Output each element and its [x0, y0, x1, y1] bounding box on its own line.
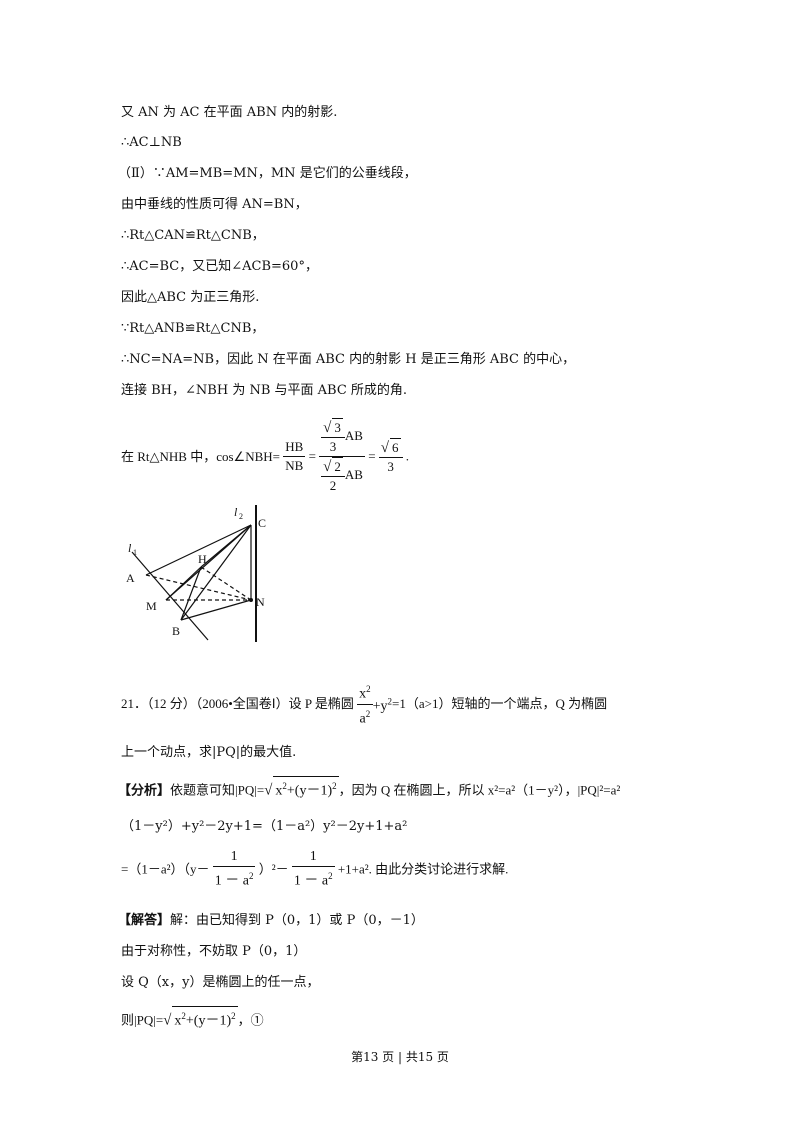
r2: 2 — [332, 457, 343, 474]
problem-rest: =1（a>1）短轴的一个端点，Q 为椭圆 — [392, 696, 608, 712]
cos-prefix: 在 Rt△NHB 中，cos∠NBH= — [121, 448, 280, 464]
text-line: 因此△ABC 为正三角形. — [121, 290, 260, 305]
end: ，① — [237, 1012, 264, 1028]
pq: 则|PQ|= — [121, 1012, 164, 1028]
label-l2: l — [234, 505, 238, 519]
r3: 3 — [332, 418, 343, 435]
sup2: 2 — [366, 684, 371, 694]
text-line: ∴AC⊥NB — [121, 135, 182, 150]
nb: NB — [285, 458, 304, 473]
one: 1 — [291, 848, 335, 867]
rest: +(y－1) — [286, 783, 333, 799]
part-b: ）²－ — [258, 861, 289, 877]
one: 1 — [212, 848, 256, 867]
text-line: 连接 BH，∠NBH 为 NB 与平面 ABC 所成的角. — [121, 383, 408, 398]
edge-bn — [180, 599, 252, 621]
x: x — [359, 686, 367, 702]
sqrt2-over-2: √2 2 — [321, 457, 345, 495]
label-b: B — [172, 624, 180, 638]
edge-ac — [145, 524, 252, 576]
text-line: 由中垂线的性质可得 AN=BN， — [121, 197, 308, 212]
rest: +(y－1) — [185, 1013, 232, 1029]
a: a — [359, 711, 366, 727]
frac-1-over-1-a2: 1 1 － a2 — [212, 848, 256, 889]
edge-bh — [180, 566, 202, 621]
big-fraction: √3 3 AB √2 2 AB — [319, 418, 365, 495]
label-n: N — [256, 595, 265, 609]
hb-over-nb: HB NB — [283, 438, 306, 475]
d3: 3 — [329, 439, 337, 454]
page-footer: 第13 页 | 共15 页 — [351, 1050, 449, 1064]
analysis-text: 依题意可知|PQ|= — [170, 782, 265, 798]
text-line: ∴AC=BC，又已知∠ACB=60°， — [121, 259, 318, 274]
frac-1-over-1-a2-b: 1 1 － a2 — [291, 848, 335, 889]
text-line: （1－y²）+y²－2y+1=（1－a²）y²－2y+1+a² — [121, 819, 408, 834]
problem-21: 21．（12 分）（2006•全国卷Ⅰ）设 P 是椭圆 x2 a2 +y2=1（… — [121, 680, 607, 730]
analysis-line3: =（1－a²）（y－ 1 1 － a2 ）²－ 1 1 － a2 +1+a². … — [121, 848, 508, 896]
answer-line4: 则|PQ|=√x2+(y－1)2，① — [121, 1006, 264, 1034]
text-line: ∴Rt△CAN≌Rt△CNB， — [121, 228, 265, 243]
label-m: M — [146, 599, 157, 613]
d6: 3 — [387, 458, 394, 474]
analysis-text2: ，因为 Q 在椭圆上，所以 x²=a²（1－y²），|PQ|²=a² — [338, 782, 621, 798]
text-line: 上一个动点，求|PQ|的最大值. — [121, 745, 297, 760]
part-a: =（1－a²）（y－ — [121, 861, 210, 877]
part-c: +1+a². 由此分类讨论进行求解. — [337, 861, 509, 877]
x2-over-a2: x2 a2 — [357, 680, 373, 728]
x: x — [174, 1013, 182, 1029]
label-l1: l — [128, 541, 132, 555]
sup2: 2 — [365, 708, 371, 719]
sqrt6-over-3: √6 3 — [378, 437, 403, 476]
analysis-tag: 【分析】 — [118, 782, 171, 798]
label-l2-sub: 2 — [239, 512, 243, 521]
period: . — [405, 448, 410, 464]
label-l1-sub: 1 — [133, 548, 137, 557]
plus-y: +y — [372, 698, 388, 714]
point-n — [249, 598, 253, 602]
d2: 2 — [329, 478, 337, 493]
text-line: （Ⅱ）∵AM=MB=MN，MN 是它们的公垂线段， — [118, 166, 417, 181]
label-a: A — [126, 571, 135, 585]
text-line: ∵Rt△ANB≌Rt△CNB， — [121, 321, 265, 336]
edge-hc — [200, 524, 252, 568]
den: 1 － a — [214, 873, 249, 889]
answer-line1: 【解答】解：由已知得到 P（0，1）或 P（0，－1） — [118, 912, 424, 930]
ab2: AB — [344, 466, 363, 482]
text-line: 又 AN 为 AC 在平面 ABN 内的射影. — [121, 105, 338, 120]
dash-an — [145, 574, 252, 601]
eq: = — [308, 448, 316, 464]
r6: 6 — [390, 437, 401, 455]
eq2: = — [368, 448, 376, 464]
sup2: 2 — [387, 696, 393, 707]
geometry-figure: l 2 C l 1 A H M N B — [126, 505, 266, 642]
hb: HB — [283, 438, 306, 457]
sqrt3-over-3: √3 3 — [321, 418, 345, 456]
edge-bc — [180, 524, 252, 621]
den: 1 － a — [293, 873, 329, 889]
label-c: C — [258, 516, 266, 530]
analysis-line1: 【分析】依题意可知|PQ|=√x2+(y－1)2，因为 Q 在椭圆上，所以 x²… — [118, 776, 620, 806]
answer-text: 解：由已知得到 P（0，1）或 P（0，－1） — [170, 913, 424, 928]
x: x — [275, 783, 283, 799]
label-h: H — [198, 552, 207, 566]
cos-formula: 在 Rt△NHB 中，cos∠NBH= HB NB = √3 3 AB √2 2… — [121, 418, 409, 498]
dash-hn — [200, 566, 252, 601]
text-line: ∴NC=NA=NB，因此 N 在平面 ABC 内的射影 H 是正三角形 ABC … — [121, 352, 576, 367]
answer-tag: 【解答】 — [118, 913, 171, 928]
text-line: 由于对称性，不妨取 P（0，1） — [121, 944, 307, 959]
problem-text: 21．（12 分）（2006•全国卷Ⅰ）设 P 是椭圆 — [121, 696, 354, 712]
text-line: 设 Q（x，y）是椭圆上的任一点， — [121, 975, 320, 990]
ab: AB — [344, 427, 363, 443]
